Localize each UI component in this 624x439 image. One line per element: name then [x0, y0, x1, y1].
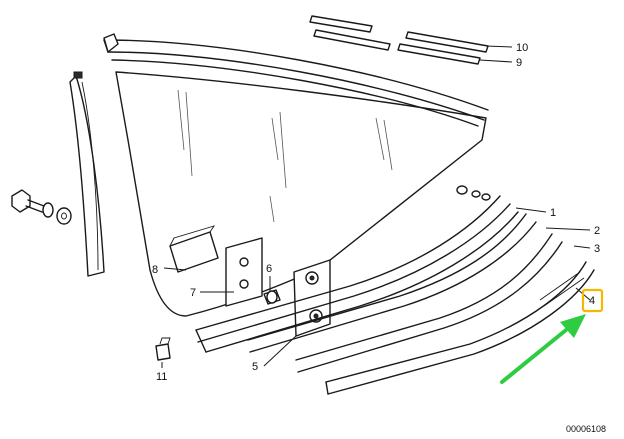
- callout-labels: 10 9 1 2 3 4 8 7 6 5 11: [152, 42, 600, 383]
- callout-6: 6: [266, 263, 272, 275]
- callout-8: 8: [152, 264, 158, 276]
- bracket-plate: [225, 237, 263, 307]
- callout-10: 10: [516, 42, 528, 54]
- callout-3: 3: [594, 243, 600, 255]
- callout-11: 11: [156, 371, 167, 383]
- callout-7: 7: [190, 287, 196, 299]
- bolt-washer-set: [11, 189, 72, 225]
- leader-lines: [161, 45, 591, 368]
- callout-5: 5: [252, 361, 258, 373]
- callout-4-highlight: [581, 288, 604, 313]
- callout-2: 2: [594, 225, 600, 237]
- vertical-guide-rail: [69, 71, 105, 277]
- callout-4: 4: [589, 295, 595, 307]
- channel-2: [247, 213, 537, 353]
- clip-part: [155, 337, 171, 361]
- spacer-sleeve: [263, 289, 281, 305]
- channel-3: [295, 233, 563, 373]
- nut-washer-set: [456, 185, 491, 201]
- pointer-arrow-icon: [500, 314, 586, 384]
- seal-strip-upper-small: [309, 15, 489, 65]
- callout-9: 9: [516, 57, 522, 69]
- reference-number: 00006108: [566, 424, 606, 434]
- channel-4: [325, 261, 595, 395]
- callout-1: 1: [550, 207, 556, 219]
- window-frame-top-rail: [103, 33, 489, 127]
- rubber-pad: [169, 225, 219, 273]
- channel-1: [195, 195, 519, 353]
